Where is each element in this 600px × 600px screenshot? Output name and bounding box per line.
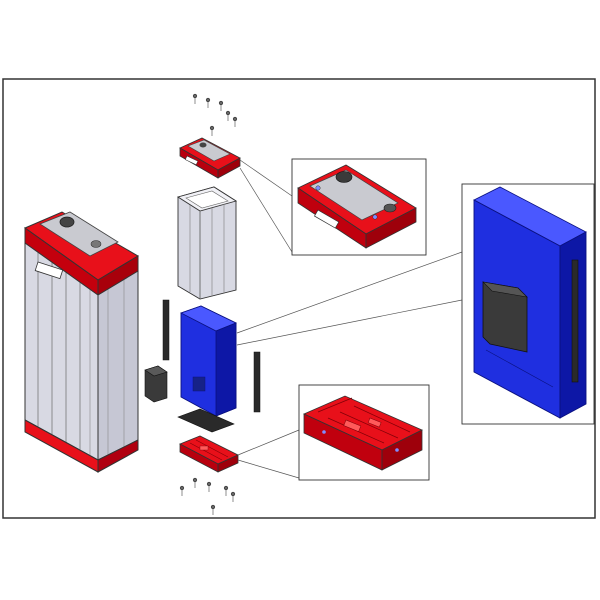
bottom-screws: [179, 477, 236, 515]
top-screws: [192, 93, 238, 136]
leader-lines: [236, 159, 463, 479]
assembled-battery-housing: [23, 211, 139, 473]
left-rail: [162, 299, 170, 361]
battery-block-detail: [461, 183, 595, 425]
top-cap-detail: [291, 158, 427, 256]
bottom-tray-detail: [298, 384, 430, 481]
thin-plate: [177, 408, 235, 433]
pad-block: [144, 365, 168, 403]
right-rail: [253, 351, 261, 413]
aluminium-sleeve: [176, 186, 238, 300]
top-cap: [179, 137, 241, 179]
battery-cell-block: [179, 305, 237, 417]
bottom-tray: [179, 435, 239, 473]
